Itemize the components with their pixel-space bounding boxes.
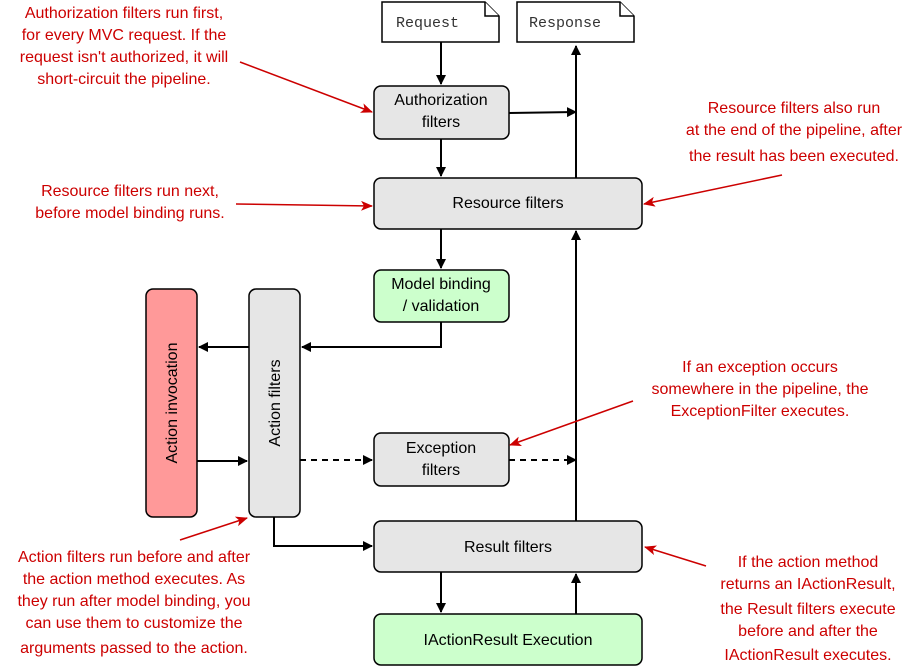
annotation-authorization-line-4: short-circuit the pipeline. xyxy=(37,71,210,88)
action-filters-box: Action filters xyxy=(248,288,301,518)
annotation-action-line-3: they run after model binding, you xyxy=(17,593,250,610)
result-box-label: Result filters xyxy=(464,539,552,556)
authorization-box-line-1: Authorization xyxy=(394,92,487,109)
annotation-result-line-5: IActionResult executes. xyxy=(724,647,891,664)
iactionresult-box-label: IActionResult Execution xyxy=(424,632,593,649)
annotation-exception-line-1: If an exception occurs xyxy=(682,359,838,376)
exception-box-line-1: Exception xyxy=(406,440,476,457)
annotation-exception-line-2: somewhere in the pipeline, the xyxy=(651,381,868,398)
callout-action xyxy=(179,516,248,541)
arrow-action-filters-to-result xyxy=(273,517,373,551)
annotation-authorization: Authorization filters run first, for eve… xyxy=(20,5,373,113)
annotation-result-line-1: If the action method xyxy=(738,554,879,571)
annotation-exception-line-3: ExceptionFilter executes. xyxy=(671,403,850,420)
annotation-action-line-5: arguments passed to the action. xyxy=(20,640,248,657)
annotation-action-line-2: the action method executes. As xyxy=(23,571,245,588)
authorization-box-line-2: filters xyxy=(422,114,460,131)
model-binding-line-1: Model binding xyxy=(391,276,491,293)
annotation-resource-first-line-2: before model binding runs. xyxy=(35,205,224,222)
arrow-model-binding-to-action-filters xyxy=(301,322,442,352)
callout-result xyxy=(644,545,707,567)
action-invocation-label: Action invocation xyxy=(164,343,181,464)
action-filters-label: Action filters xyxy=(267,359,284,446)
annotation-authorization-line-3: request isn't authorized, it will xyxy=(20,49,228,66)
annotation-resource-first: Resource filters run next, before model … xyxy=(35,183,373,222)
annotation-authorization-line-2: for every MVC request. If the xyxy=(22,27,227,44)
callout-authorization xyxy=(239,61,373,113)
action-invocation-box: Action invocation xyxy=(145,288,198,518)
callout-resource-end xyxy=(643,174,783,207)
response-document: Response xyxy=(516,1,635,43)
annotation-resource-end: Resource filters also run at the end of … xyxy=(643,100,903,207)
callout-exception xyxy=(509,400,634,447)
annotation-action-line-1: Action filters run before and after xyxy=(18,549,251,566)
authorization-filters-box: Authorization filters xyxy=(373,85,510,140)
annotation-exception: If an exception occurs somewhere in the … xyxy=(509,359,869,447)
annotation-resource-end-line-2: at the end of the pipeline, after xyxy=(686,122,903,139)
request-document: Request xyxy=(381,1,500,43)
annotation-resource-end-line-1: Resource filters also run xyxy=(708,100,881,117)
response-label: Response xyxy=(529,15,601,32)
annotation-result-line-2: returns an IActionResult, xyxy=(720,576,895,593)
annotation-result-line-4: before and after the xyxy=(738,623,878,640)
annotation-resource-first-line-1: Resource filters run next, xyxy=(41,183,219,200)
exception-box-line-2: filters xyxy=(422,462,460,479)
annotation-action: Action filters run before and after the … xyxy=(17,516,251,657)
request-label: Request xyxy=(396,15,459,32)
resource-box-label: Resource filters xyxy=(452,195,563,212)
resource-filters-box: Resource filters xyxy=(373,177,643,230)
model-binding-line-2: / validation xyxy=(403,298,480,315)
annotation-result: If the action method returns an IActionR… xyxy=(644,545,896,664)
callout-resource-first xyxy=(235,200,373,211)
arrow-authorization-to-response xyxy=(508,107,577,118)
iactionresult-box: IActionResult Execution xyxy=(373,613,643,666)
annotation-resource-end-line-3: the result has been executed. xyxy=(689,148,899,165)
exception-filters-box: Exception filters xyxy=(373,432,510,487)
annotation-authorization-line-1: Authorization filters run first, xyxy=(25,5,223,22)
model-binding-box: Model binding / validation xyxy=(373,269,510,323)
result-filters-box: Result filters xyxy=(373,520,643,573)
annotation-action-line-4: can use them to customize the xyxy=(26,615,243,632)
annotation-result-line-3: the Result filters execute xyxy=(720,601,895,618)
